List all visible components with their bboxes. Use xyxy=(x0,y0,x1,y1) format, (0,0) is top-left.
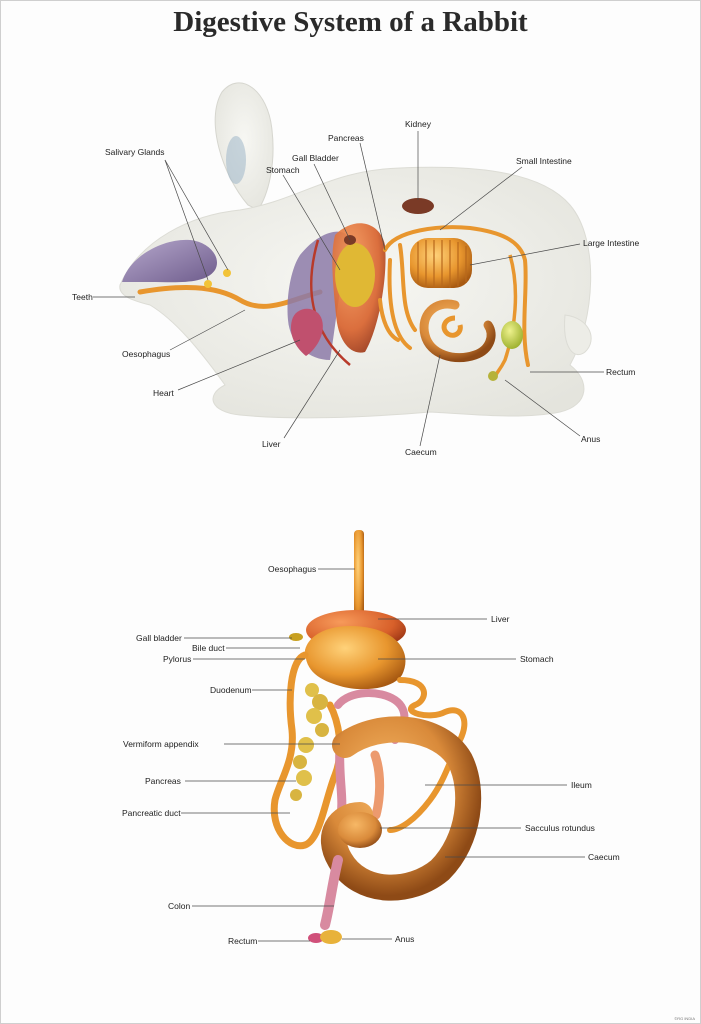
tract-ileum xyxy=(387,677,468,833)
rabbit-anus xyxy=(488,371,498,381)
rabbit-leader-lines xyxy=(93,131,604,447)
tract-stomach xyxy=(305,626,406,690)
label-tract-oesophagus: Oesophagus xyxy=(268,564,316,574)
label-kidney: Kidney xyxy=(405,119,432,129)
label-stomach: Stomach xyxy=(266,165,300,175)
label-tract-anus: Anus xyxy=(395,934,414,944)
tract-pancreas xyxy=(290,683,329,801)
label-pancreas: Pancreas xyxy=(328,133,364,143)
label-heart: Heart xyxy=(153,388,174,398)
rabbit-bladder xyxy=(501,321,523,349)
label-liver: Liver xyxy=(262,439,281,449)
label-tract-caecum: Caecum xyxy=(588,852,620,862)
rabbit-heart xyxy=(290,308,323,356)
label-rectum: Rectum xyxy=(606,367,635,377)
label-tract-sacculus-rotundus: Sacculus rotundus xyxy=(525,823,595,833)
label-tract-ileum: Ileum xyxy=(571,780,592,790)
tract-gall-bladder xyxy=(289,633,303,641)
label-gall-bladder: Gall Bladder xyxy=(292,153,339,163)
rabbit-salivary-gland xyxy=(204,280,212,288)
label-oesophagus: Oesophagus xyxy=(122,349,170,359)
rabbit-colon xyxy=(494,254,518,376)
poster-title: Digestive System of a Rabbit xyxy=(173,6,528,38)
rabbit-large-intestine xyxy=(410,238,472,288)
label-tract-gall-bladder: Gall bladder xyxy=(136,633,182,643)
tract-leader-lines xyxy=(181,568,585,942)
tract-sacculus-rotundus xyxy=(338,812,382,848)
rabbit-stomach xyxy=(335,243,375,307)
label-teeth: Teeth xyxy=(72,292,93,302)
rabbit-kidney xyxy=(402,198,434,214)
rabbit-illustration xyxy=(119,82,592,419)
tract-rectum xyxy=(308,933,324,943)
label-tract-pancreas: Pancreas xyxy=(145,776,181,786)
tract-illustration xyxy=(270,530,482,944)
rabbit-tongue xyxy=(122,239,218,283)
rabbit-labels: Salivary Glands Pancreas Kidney Gall Bla… xyxy=(72,119,640,457)
label-tract-vermiform-appendix: Vermiform appendix xyxy=(123,739,199,749)
label-tract-rectum: Rectum xyxy=(228,936,257,946)
rabbit-tail xyxy=(564,314,592,356)
label-tract-pylorus: Pylorus xyxy=(163,654,191,664)
publisher-credit: ©RG INDIA xyxy=(674,1016,695,1021)
label-tract-pancreatic-duct: Pancreatic duct xyxy=(122,808,181,818)
label-tract-colon: Colon xyxy=(168,901,190,911)
label-caecum: Caecum xyxy=(405,447,437,457)
rabbit-inner-ear xyxy=(226,136,246,184)
label-salivary-glands: Salivary Glands xyxy=(105,147,165,157)
tract-vermiform-appendix xyxy=(370,750,385,820)
label-tract-liver: Liver xyxy=(491,614,510,624)
rabbit-caecum xyxy=(419,299,496,363)
tract-caecum xyxy=(321,716,482,901)
label-large-intestine: Large Intestine xyxy=(583,238,640,248)
rabbit-caecum-coil xyxy=(441,315,463,338)
label-tract-stomach: Stomach xyxy=(520,654,554,664)
label-small-intestine: Small Intestine xyxy=(516,156,572,166)
label-tract-duodenum: Duodenum xyxy=(210,685,252,695)
tract-labels: Oesophagus Liver Gall bladder Bile duct … xyxy=(122,564,620,946)
rabbit-salivary-gland xyxy=(223,269,231,277)
tract-colon xyxy=(320,855,343,930)
rabbit-small-intestine xyxy=(378,225,530,367)
label-tract-bile-duct: Bile duct xyxy=(192,643,225,653)
label-anus: Anus xyxy=(581,434,600,444)
tract-anus xyxy=(320,930,342,944)
tract-oesophagus xyxy=(354,530,364,630)
rabbit-diaphragm xyxy=(309,239,351,366)
